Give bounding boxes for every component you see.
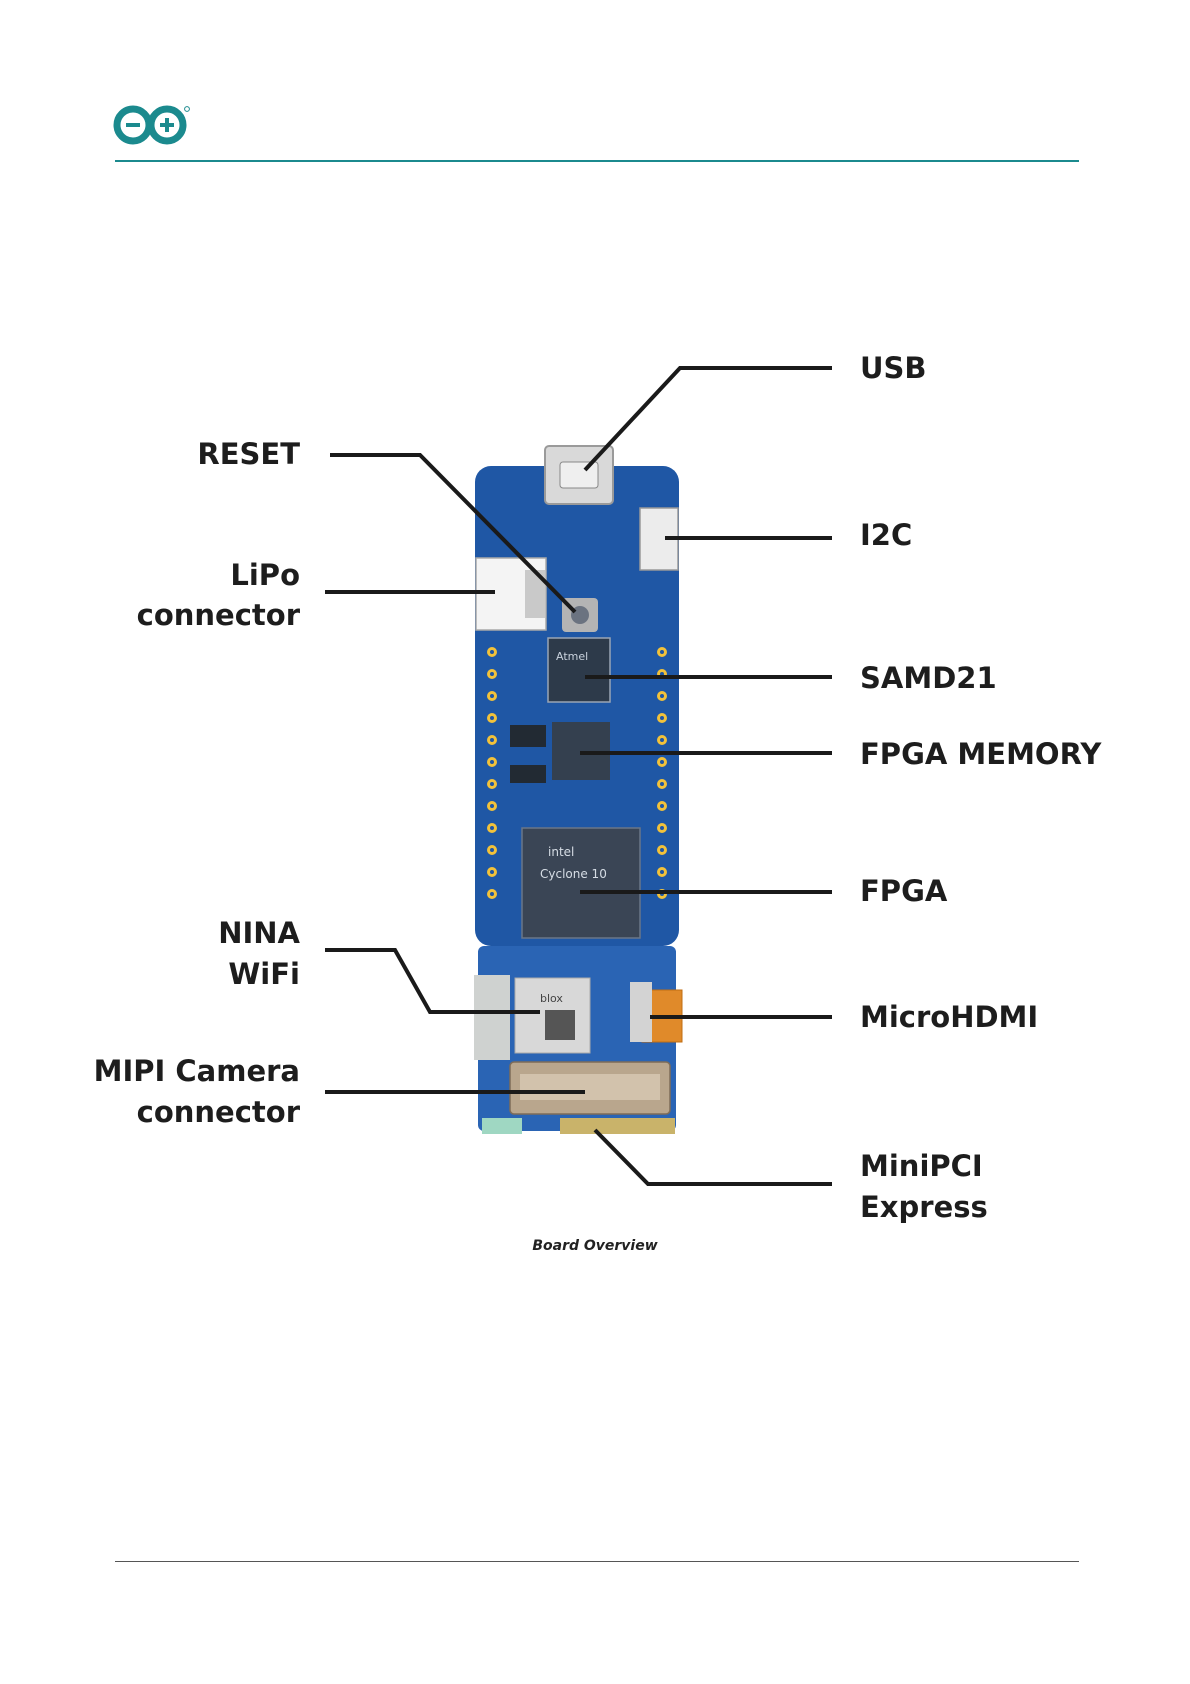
- samd21-label: SAMD21: [860, 658, 997, 698]
- figure-caption: Board Overview: [0, 1238, 1190, 1254]
- intel-chip-label: intel: [548, 845, 574, 859]
- mipi-label-line1: MIPI Camera: [94, 1051, 300, 1091]
- microhdmi-label: MicroHDMI: [860, 997, 1038, 1037]
- nina-label-line2: WiFi: [228, 954, 300, 994]
- board-image: Atmel intel Cyclone 10 blox: [474, 446, 682, 1134]
- usb-label: USB: [860, 348, 927, 388]
- minipci-label-line2: Express: [860, 1187, 988, 1227]
- fpga-memory-label: FPGA MEMORY: [860, 734, 1101, 774]
- i2c-label: I2C: [860, 515, 912, 555]
- minipci-label-line1: MiniPCI: [860, 1146, 983, 1186]
- usb-leader-line: [585, 368, 832, 470]
- atmel-chip-label: Atmel: [556, 650, 588, 663]
- fpga-label: FPGA: [860, 871, 947, 911]
- footer-divider: [115, 1561, 1079, 1562]
- reset-label: RESET: [197, 434, 300, 474]
- nina-label-line1: NINA: [218, 913, 300, 953]
- lipo-label-line1: LiPo: [230, 555, 300, 595]
- lipo-label-line2: connector: [137, 595, 300, 635]
- mipi-label-line2: connector: [137, 1092, 300, 1132]
- cyclone-chip-label: Cyclone 10: [540, 867, 607, 881]
- minipci-leader-line: [595, 1130, 832, 1184]
- ublox-chip-label: blox: [540, 992, 563, 1005]
